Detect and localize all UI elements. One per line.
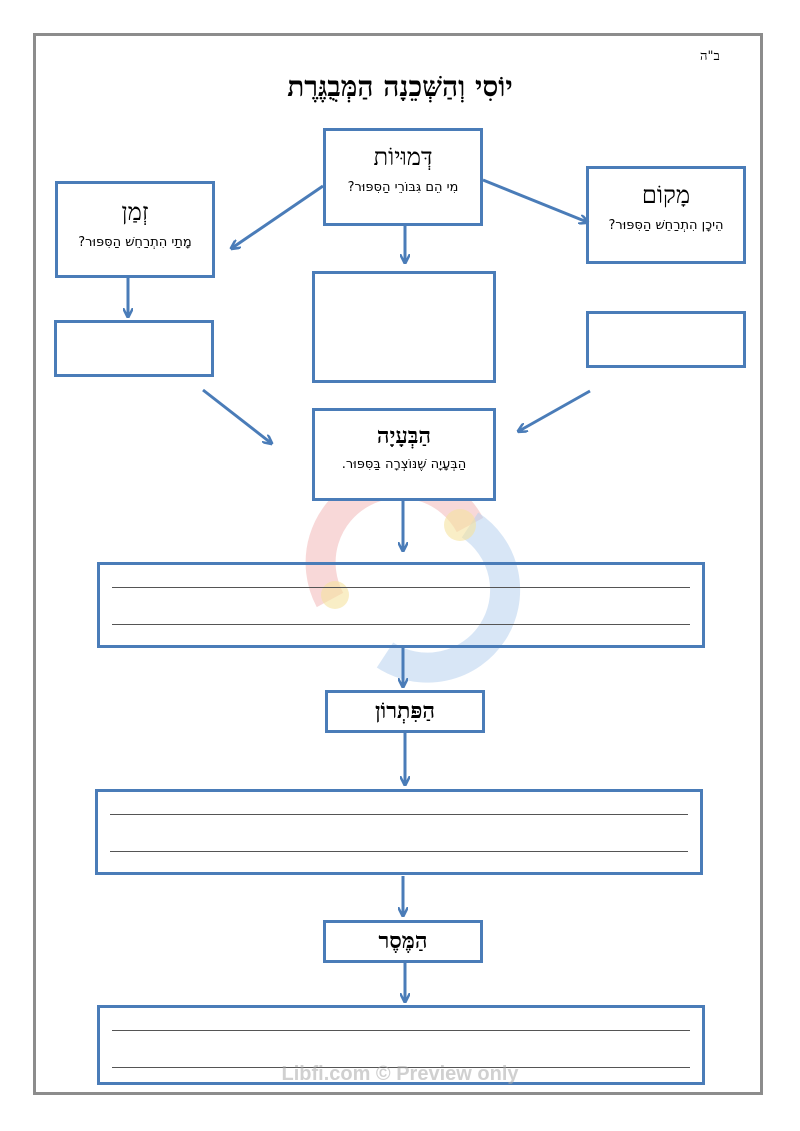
arrow-to-place [482,178,587,222]
time-title: זְמַן [121,198,149,226]
time-subtitle: מָתַי הִתְרַחֵשׁ הַסִּפּוּר? [78,235,192,250]
characters-title: דְּמוּיוֹת [373,143,433,171]
watermark-text: Libfi.com © Preview only [281,1063,519,1085]
solution-box: הַפִּתְרוֹן [325,690,485,733]
arrow-time-to-problem [202,388,271,443]
characters-box: דְּמוּיוֹת מִי הֵם גִּבּוֹרֵי הַסִּפּוּר… [323,128,483,226]
problem-title: הַבְּעָיָה [376,423,432,449]
problem-answer-box[interactable] [97,562,705,648]
solution-answer-box[interactable] [95,789,703,875]
message-answer-box[interactable] [97,1005,705,1085]
bh-mark: ב"ה [700,49,720,64]
problem-subtitle: הַבְּעָיָה שֶׁנּוֹצְרָה בַּסִּפּוּר. [341,457,467,472]
arrow-place-to-problem [519,389,591,431]
page-frame [33,33,763,1095]
writing-line [110,814,688,815]
writing-line [112,1030,690,1031]
writing-line [112,1067,690,1068]
message-box: הַמֶּסֶר [323,920,483,963]
writing-line [112,624,690,625]
page-title: יוֹסִי וְהַשְּׁכֵנָה הַמְּבֻגֶּרֶת [287,70,513,103]
place-title: מָקוֹם [641,181,691,209]
message-title: הַמֶּסֶר [378,928,428,954]
solution-title: הַפִּתְרוֹן [374,698,436,724]
writing-line [110,851,688,852]
time-box: זְמַן מָתַי הִתְרַחֵשׁ הַסִּפּוּר? [55,181,215,278]
characters-answer-box[interactable] [312,271,496,383]
time-answer-box[interactable] [54,320,214,377]
writing-line [112,587,690,588]
place-answer-box[interactable] [586,311,746,368]
arrow-to-time [232,184,324,248]
characters-subtitle: מִי הֵם גִּבּוֹרֵי הַסִּפּוּר? [347,180,459,195]
problem-box: הַבְּעָיָה הַבְּעָיָה שֶׁנּוֹצְרָה בַּסִ… [312,408,496,501]
place-subtitle: הֵיכָן הִתְרַחֵשׁ הַסִּפּוּר? [608,218,724,233]
